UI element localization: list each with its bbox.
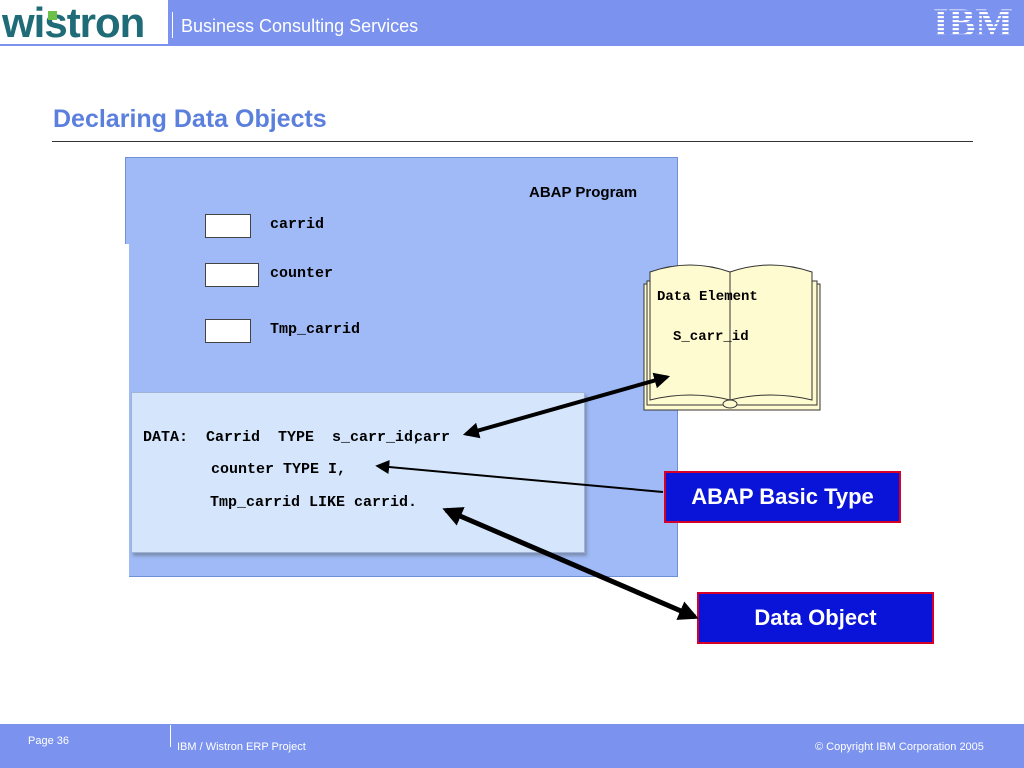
book-label-line-2: S_carr_id: [673, 329, 749, 345]
tmp-carrid-to-data-object-arrow: [442, 507, 699, 620]
counter-field-box: [205, 263, 259, 287]
counter-to-basic-type-arrow: [375, 460, 664, 493]
data-object-callout: Data Object: [697, 592, 934, 644]
ibm-logo: IBM: [933, 4, 1013, 40]
footer-project: IBM / Wistron ERP Project: [177, 741, 306, 753]
footer-divider: [170, 725, 171, 747]
counter-field-label: counter: [270, 265, 334, 282]
code-line-2: counter TYPE I,: [211, 461, 347, 478]
footer-copyright: © Copyright IBM Corporation 2005: [815, 741, 984, 753]
program-label: ABAP Program: [529, 184, 638, 201]
page-title: Declaring Data Objects: [53, 105, 327, 133]
code-line-1-overlap: carr: [414, 429, 451, 446]
wistron-logo-text: wistron: [2, 0, 145, 46]
tmp-carrid-field-label: Tmp_carrid: [270, 321, 361, 338]
book-to-type-arrow: [462, 372, 671, 439]
abap-basic-type-callout: ABAP Basic Type: [664, 471, 901, 523]
carrid-field-box: [205, 214, 251, 238]
carrid-field-label: carrid: [270, 216, 325, 233]
wistron-logo: wistron: [0, 0, 168, 46]
header-bar: [0, 0, 1024, 46]
program-panel-notch: [123, 244, 129, 580]
code-line-1: DATA: Carrid TYPE s_carr_id,: [143, 429, 423, 446]
title-divider: [52, 141, 973, 142]
code-line-3: Tmp_carrid LIKE carrid.: [210, 494, 418, 511]
svg-text:IBM: IBM: [933, 4, 1013, 40]
page-number: Page 36: [28, 735, 69, 747]
logo-dot-icon: [48, 11, 57, 20]
header-title: Business Consulting Services: [181, 16, 419, 36]
header-divider: [172, 12, 173, 38]
book-label-line-1: Data Element: [657, 289, 758, 305]
book-pages: [643, 264, 821, 411]
tmp-carrid-field-box: [205, 319, 251, 343]
